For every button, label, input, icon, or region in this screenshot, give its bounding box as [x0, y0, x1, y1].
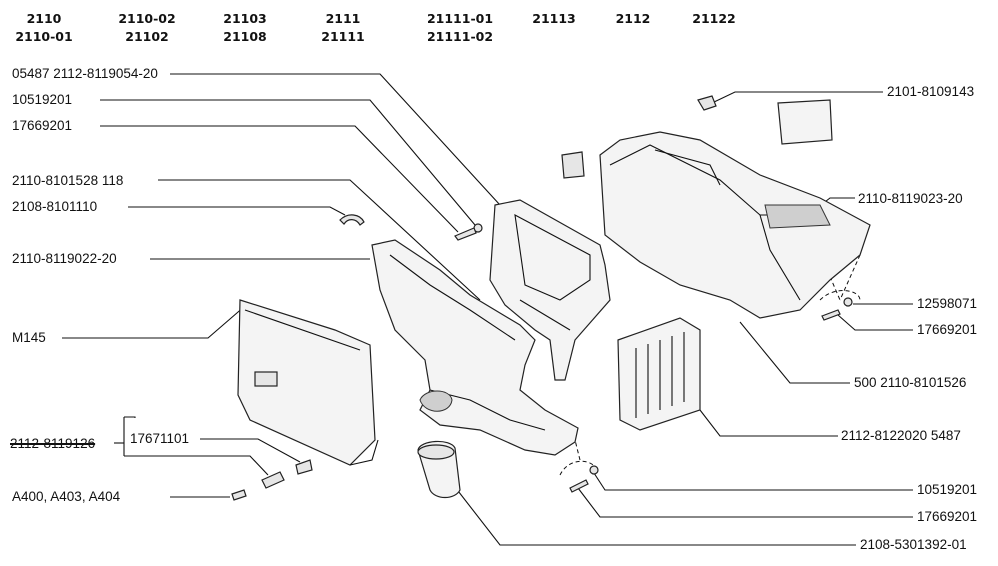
model-column-1: 2110 2110-01: [14, 10, 74, 46]
assembly-line: [819, 290, 861, 301]
air-duct: [371, 239, 579, 456]
part-label-superseded: 2112-8119126: [10, 436, 96, 451]
trim-panel: [237, 299, 376, 466]
housing-rib: [654, 149, 721, 186]
model-code: 21113: [532, 11, 576, 26]
leader-line: [100, 99, 476, 226]
part-label: 2110-8101528 118: [12, 173, 124, 188]
leader-line: [837, 314, 913, 331]
leader-line: [170, 73, 501, 206]
assembly-line: [574, 439, 581, 461]
part-label: 2108-5301392-01: [860, 537, 967, 552]
housing-edge: [759, 214, 801, 301]
model-code: 2112: [615, 11, 651, 26]
model-column-6: 21113: [524, 10, 584, 28]
part-label: 2110-8119022-20: [12, 251, 117, 266]
frame-opening: [514, 214, 591, 301]
drain-tube-opening: [417, 444, 455, 460]
model-code: 21103: [223, 11, 267, 26]
model-code: 2110-01: [15, 29, 73, 44]
cabin-filter: [617, 317, 701, 431]
model-column-7: 2112: [608, 10, 658, 28]
bolt: [231, 489, 247, 501]
seal-square: [561, 151, 585, 179]
leader-line: [200, 438, 301, 463]
panel-edge: [244, 309, 361, 351]
leader-line: [591, 469, 913, 491]
assembly-line: [839, 254, 861, 301]
leader-line: [699, 409, 838, 437]
leader-line: [128, 206, 346, 216]
part-label: A400, A403, A404: [12, 489, 121, 504]
part-label: 2108-8101110: [12, 199, 98, 214]
part-label: 10519201: [917, 482, 978, 497]
panel-edge: [349, 439, 379, 466]
clip-2108-8101110: [339, 214, 365, 226]
model-column-4: 2111 21111: [313, 10, 373, 46]
model-code: 2110: [26, 11, 62, 26]
model-code: 2111: [325, 11, 361, 26]
frame-edge: [519, 299, 571, 331]
model-code: 21111-01: [426, 11, 494, 26]
model-code: 21108: [223, 29, 267, 44]
washer: [589, 465, 599, 475]
part-label: M145: [12, 330, 46, 345]
duct-edge: [389, 254, 516, 341]
part-label: 17671101: [130, 431, 190, 446]
bracket: [124, 416, 136, 418]
part-label: 17669201: [917, 322, 978, 337]
heater-housing: [599, 131, 871, 319]
duct-outlet: [419, 390, 453, 412]
leader-line: [739, 321, 850, 384]
screw: [454, 227, 477, 241]
model-code: 2110-02: [118, 11, 176, 26]
model-code: 21102: [125, 29, 169, 44]
leader-line: [158, 179, 481, 301]
leader-line: [124, 455, 269, 476]
leader-line: [447, 477, 856, 546]
duct-frame: [489, 199, 611, 381]
filter-pleats: [635, 332, 685, 418]
plug: [261, 471, 285, 489]
model-column-8: 21122: [684, 10, 744, 28]
model-column-3: 21103 21108: [215, 10, 275, 46]
housing-slot: [764, 204, 831, 229]
leader-line: [100, 125, 459, 233]
clip-part: [697, 95, 717, 111]
model-code: 21122: [692, 11, 736, 26]
leader-line: [62, 305, 246, 339]
part-label: 2112-8122020 5487: [841, 428, 961, 443]
model-code: 21111: [321, 29, 365, 44]
part-label: 05487 2112-8119054-20: [12, 66, 158, 81]
model-code: 21111-02: [426, 29, 494, 44]
part-label: 10519201: [12, 92, 73, 107]
part-label: 2110-8119023-20: [858, 191, 963, 206]
leader-line: [577, 487, 913, 518]
panel-label-plate: [254, 371, 278, 387]
filter-pad: [777, 99, 833, 145]
part-label: 17669201: [12, 118, 73, 133]
part-label: 17669201: [917, 509, 978, 524]
part-label: 2101-8109143: [887, 84, 975, 99]
washer: [843, 297, 853, 307]
part-label: 12598071: [917, 296, 978, 311]
screw: [821, 309, 841, 321]
screw: [569, 479, 589, 493]
part-label: 500 2110-8101526: [854, 375, 967, 390]
model-column-2: 2110-02 21102: [112, 10, 182, 46]
screw: [295, 459, 313, 475]
model-column-5: 21111-01 21111-02: [420, 10, 500, 46]
leader-line: [711, 91, 883, 104]
